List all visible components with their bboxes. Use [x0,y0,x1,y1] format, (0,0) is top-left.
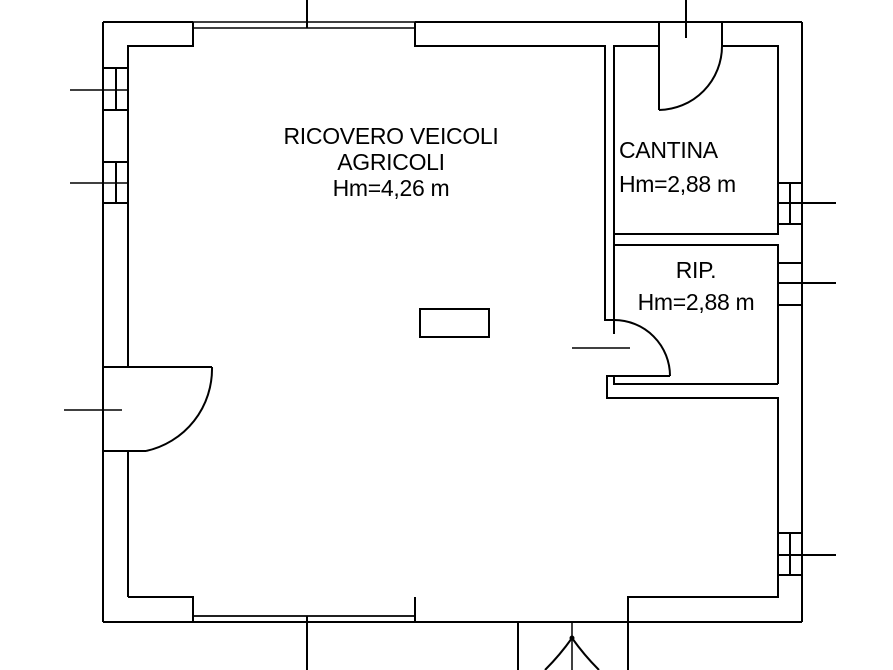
rip-walls [613,244,779,384]
cantina-walls [613,45,779,334]
window-right-lower [777,532,836,576]
room-label-rip: RIP. Hm=2,88 m [616,257,776,315]
room-label-cantina: CANTINA Hm=2,88 m [619,137,736,197]
window-left-lower [70,161,129,204]
door-rip [572,319,671,377]
room-title: CANTINA [619,137,718,163]
door-left [64,366,214,452]
bottom-wall [103,597,802,623]
inner-walls [127,22,779,670]
door-bottom [544,622,600,670]
room-label-ricovero: RICOVERO VEICOLI AGRICOLI Hm=4,26 m [233,123,549,201]
window-right-cantina [777,182,836,225]
room-height: Hm=2,88 m [619,171,736,197]
window-right-rip [778,262,836,306]
room-title: RIP. [675,257,717,283]
room-height: Hm=2,88 m [637,289,755,315]
room-title-line2: AGRICOLI [337,149,445,175]
room-title-line1: RICOVERO VEICOLI [283,123,499,149]
window-left-upper [70,67,129,111]
door-cantina [658,0,723,111]
room-height: Hm=4,26 m [332,175,450,201]
central-element [419,308,490,338]
